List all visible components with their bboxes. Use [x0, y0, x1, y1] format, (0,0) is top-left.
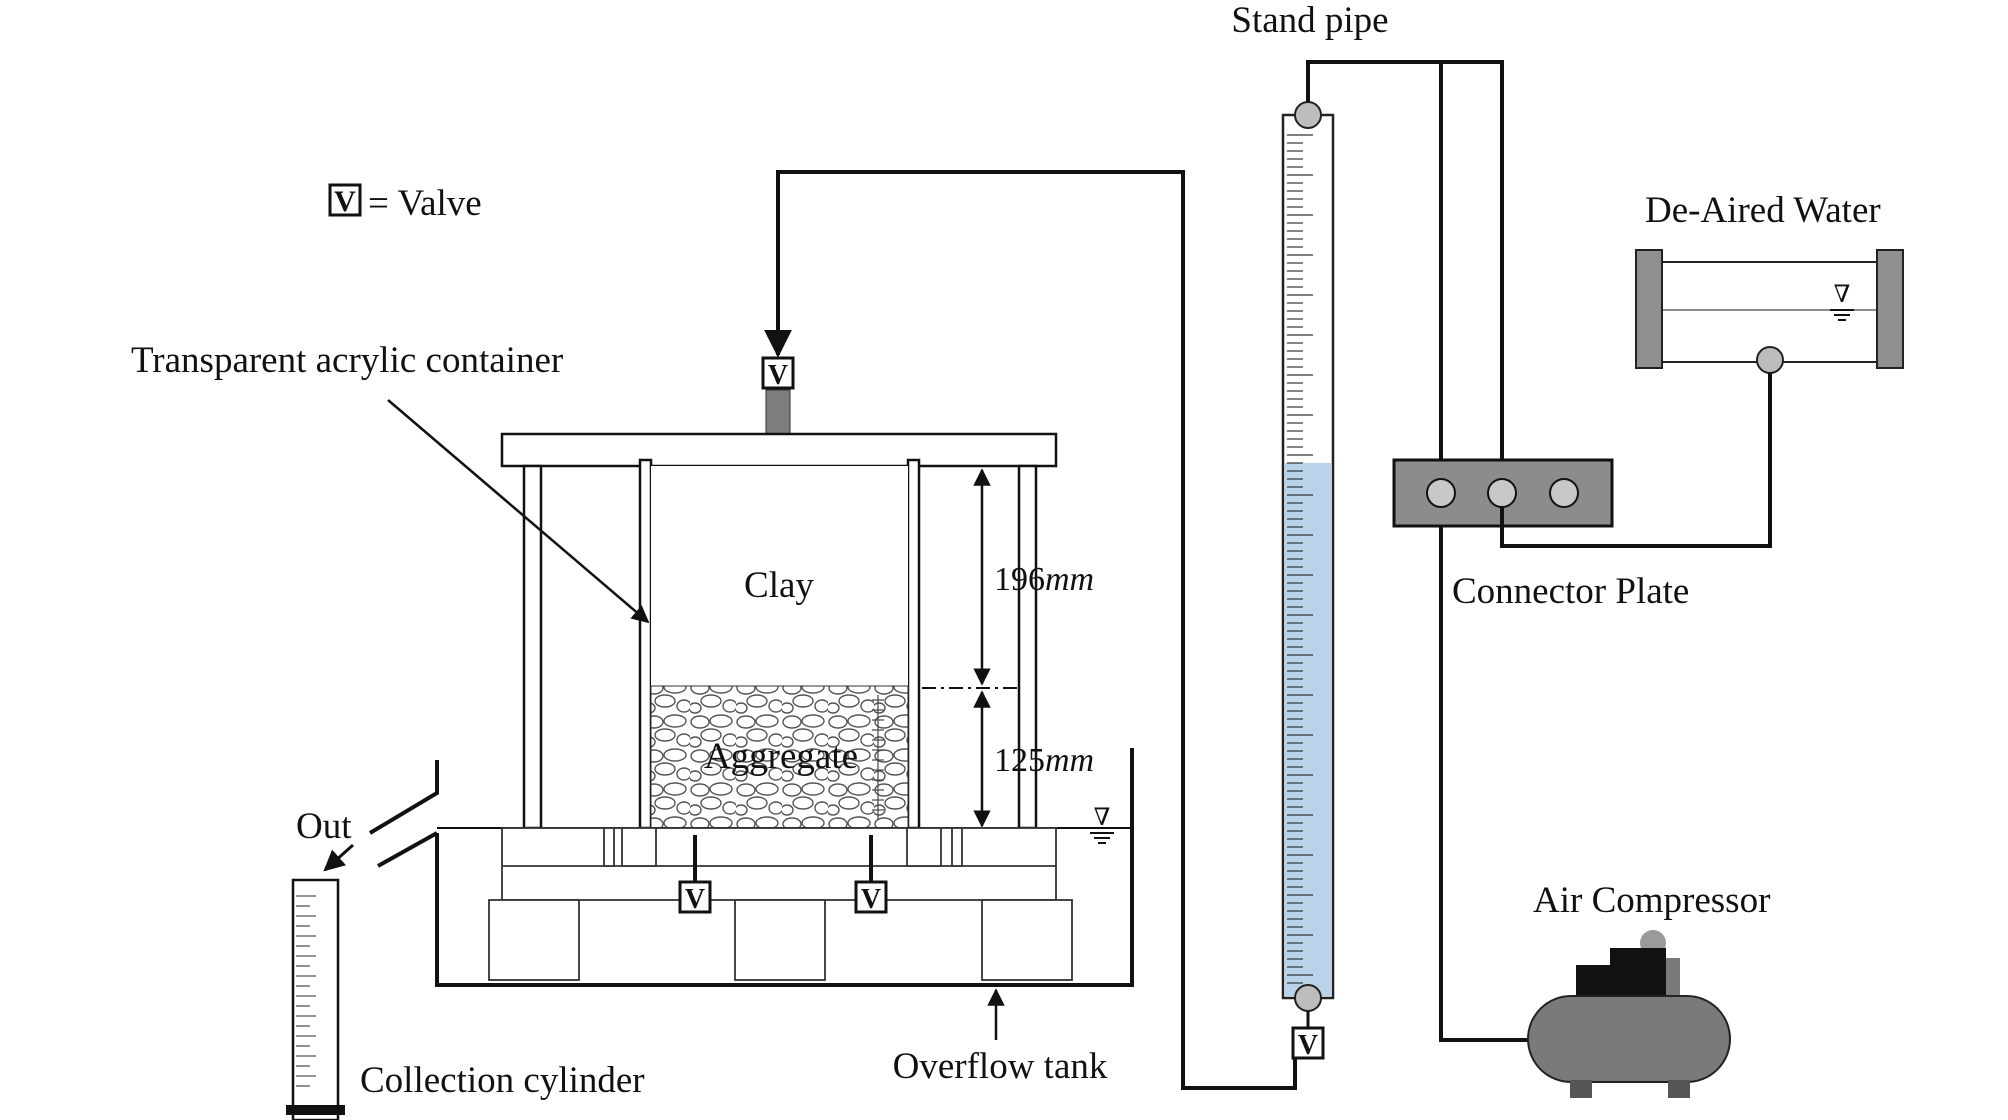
svg-text:V: V — [768, 360, 788, 391]
tie-rod-left — [522, 464, 543, 830]
air-compressor — [1527, 930, 1731, 1098]
container-label: Transparent acrylic container — [131, 340, 563, 381]
aggregate-height-value: 125 — [994, 742, 1045, 779]
valve-legend: V = Valve — [328, 183, 482, 224]
collection-cylinder-label: Collection cylinder — [360, 1060, 645, 1101]
container-wall-left — [638, 458, 653, 830]
de-aired-water-line — [1500, 373, 1772, 548]
de-aired-water-level-icon: ∇ — [1830, 282, 1854, 321]
dimension-lines — [922, 468, 1018, 828]
clay-label: Clay — [744, 565, 814, 606]
out-arrow — [323, 843, 354, 872]
container-wall-right — [906, 458, 921, 830]
collection-cylinder — [286, 878, 345, 1120]
clay-height-value: 196 — [994, 561, 1045, 598]
aggregate-height-dimension: 125mm — [994, 742, 1094, 779]
valve-legend-icon — [328, 183, 362, 217]
drain-valve-left[interactable]: V — [678, 880, 712, 915]
cell-frame — [500, 432, 1058, 830]
out-label: Out — [296, 806, 352, 847]
valve-legend-label: = Valve — [368, 183, 482, 224]
base-block — [488, 827, 1073, 981]
overflow-tank-label: Overflow tank — [893, 1046, 1108, 1087]
aggregate-label: Aggregate — [704, 736, 858, 777]
stand-pipe-top-connector — [1294, 101, 1322, 129]
tank-water-level-icon: ∇ — [1090, 805, 1114, 844]
de-aired-water-outlet — [1756, 346, 1784, 374]
clay-height-dimension: 196mm — [994, 561, 1094, 598]
stand-pipe-label: Stand pipe — [1231, 0, 1388, 41]
valve-legend-icon-letter: V — [334, 185, 356, 218]
stand-pipe-bottom-connector — [1294, 984, 1322, 1012]
air-compressor-label: Air Compressor — [1533, 880, 1770, 921]
stand-pipe-graduations — [1287, 134, 1313, 984]
container-leader — [387, 399, 650, 624]
de-aired-water-tank — [1635, 249, 1904, 369]
top-inlet-valve[interactable]: V — [761, 356, 795, 391]
inlet-pipe — [764, 170, 1297, 1090]
svg-text:V: V — [1298, 1030, 1318, 1061]
stand-pipe-lines — [1306, 60, 1528, 1042]
clay-layer — [651, 466, 908, 686]
aggregate-layer — [650, 685, 909, 829]
de-aired-water-label: De-Aired Water — [1645, 190, 1881, 231]
aggregate-side-scale — [872, 695, 884, 820]
aggregate-height-unit: mm — [1045, 742, 1094, 779]
svg-text:V: V — [685, 884, 705, 915]
stand-pipe — [1281, 113, 1335, 1000]
top-plate — [500, 432, 1058, 468]
connector-plate-label: Connector Plate — [1452, 571, 1689, 612]
clay-height-unit: mm — [1045, 561, 1094, 598]
drain-valve-right[interactable]: V — [854, 880, 888, 915]
svg-text:∇: ∇ — [1094, 805, 1111, 831]
overflow-spout — [368, 760, 439, 868]
inlet-stem — [765, 389, 791, 435]
svg-text:∇: ∇ — [1834, 282, 1851, 308]
svg-text:V: V — [861, 884, 881, 915]
stand-pipe-water — [1285, 463, 1331, 996]
stand-pipe-valve[interactable]: V — [1291, 1026, 1325, 1061]
